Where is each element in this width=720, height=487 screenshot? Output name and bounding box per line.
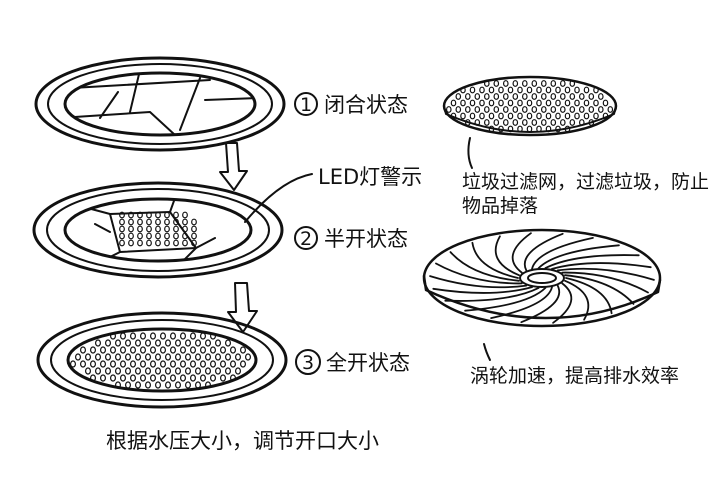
state-3-text: 全开状态 [326, 351, 410, 375]
state-1-text: 闭合状态 [324, 93, 408, 117]
state-2-text: 半开状态 [324, 227, 408, 251]
drain-half-open-illustration [32, 181, 284, 279]
state-3-marker: 3 [302, 352, 314, 374]
drain-open-illustration [36, 311, 288, 409]
state-2-marker: 2 [300, 228, 312, 250]
led-warning-label: LED灯警示 [318, 165, 422, 189]
vortex-plate-illustration [422, 228, 662, 328]
state-1-marker: 1 [300, 94, 312, 116]
filter-mesh-illustration [442, 75, 618, 137]
bottom-note: 根据水压大小，调节开口大小 [106, 429, 379, 453]
drain-closed-illustration [34, 56, 286, 152]
filter-caption-line2: 物品掉落 [462, 195, 538, 217]
vortex-pointer-line [483, 343, 491, 361]
state-3-label: 3 全开状态 [295, 349, 410, 375]
vortex-caption: 涡轮加速，提高排水效率 [470, 365, 679, 387]
filter-pointer-line [467, 137, 473, 169]
down-arrow-1 [219, 142, 248, 191]
down-arrow-2 [227, 282, 258, 333]
state-1-label: 1 闭合状态 [294, 92, 408, 117]
filter-caption-line1: 垃圾过滤网，过滤垃圾，防止 [462, 171, 709, 193]
led-callout-line [244, 173, 313, 223]
state-2-label: 2 半开状态 [294, 226, 408, 251]
